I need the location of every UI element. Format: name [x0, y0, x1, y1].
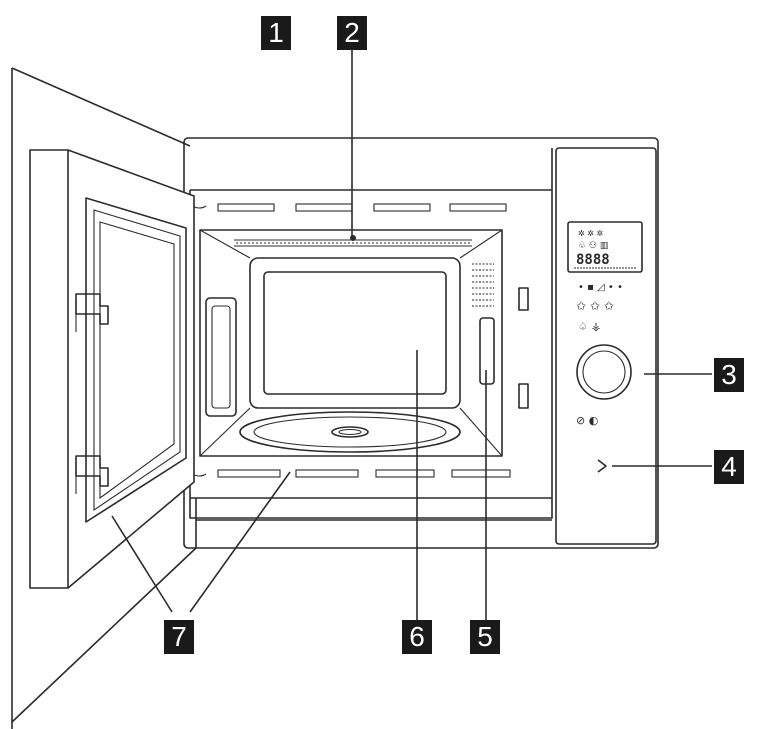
callout-2: 2 — [337, 16, 367, 50]
control-panel: ✲ ✲ ✲ ♧ ⚇ ▥ 8888 • ▪ ◿ • • ✩ ✩ ✩ ♤ ⚶ ⊘ ◐ — [555, 147, 657, 545]
microwave-door — [29, 149, 195, 589]
oven-cavity — [199, 229, 503, 457]
lcd-digits: 8888 — [576, 252, 610, 268]
svg-text:♤ ⚶: ♤ ⚶ — [578, 320, 601, 333]
microwave-body — [183, 137, 659, 549]
leader-lines — [111, 50, 712, 622]
callout-3: 3 — [714, 358, 744, 392]
lcd-display — [567, 221, 643, 273]
top-vents — [217, 203, 507, 212]
callout-6: 6 — [402, 620, 432, 654]
svg-text:✲ ✲ ✲: ✲ ✲ ✲ — [578, 229, 603, 238]
bottom-vents — [217, 469, 511, 478]
callout-4: 4 — [714, 450, 744, 484]
cabinet-wall — [11, 67, 197, 729]
callout-1: 1 — [261, 16, 291, 50]
vent-grid — [472, 263, 494, 307]
svg-text:✩ ✩ ✩: ✩ ✩ ✩ — [576, 299, 614, 313]
door-latch-slots — [518, 287, 529, 409]
callout-7: 7 — [164, 620, 194, 654]
control-knob — [576, 344, 632, 400]
svg-text:• ▪ ◿ • •: • ▪ ◿ • • — [578, 282, 623, 293]
svg-text:⊘ ◐: ⊘ ◐ — [576, 414, 598, 427]
callout-5: 5 — [470, 620, 500, 654]
svg-text:♧ ⚇ ▥: ♧ ⚇ ▥ — [578, 241, 608, 251]
